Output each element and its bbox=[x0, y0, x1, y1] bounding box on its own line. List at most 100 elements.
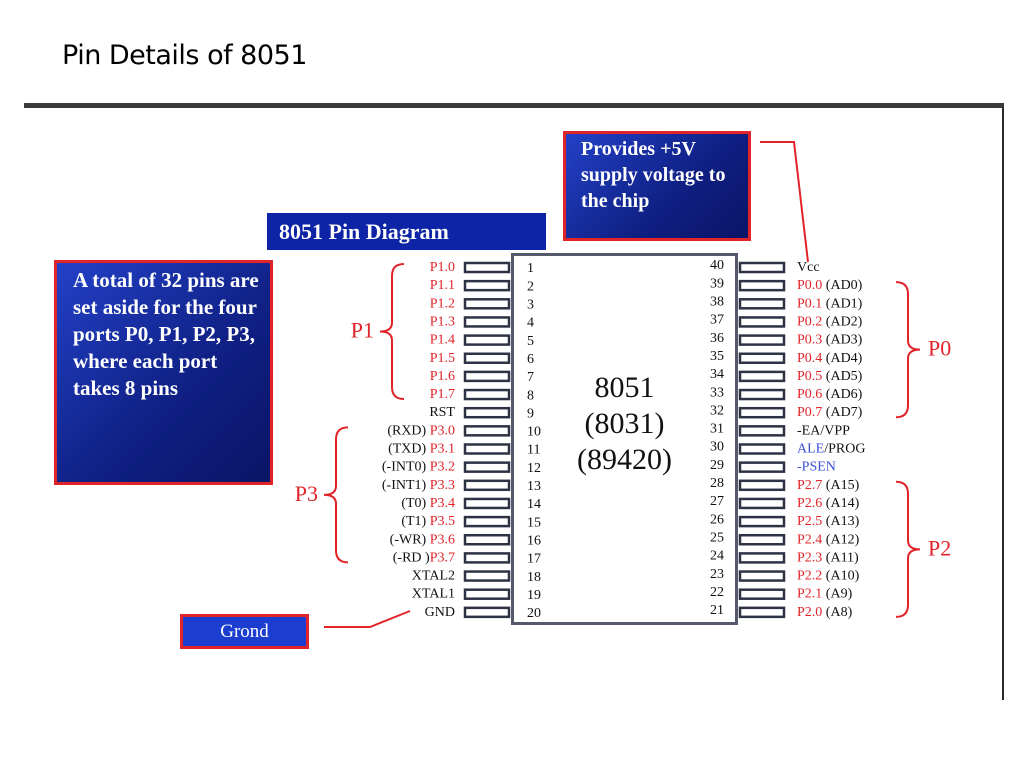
pin-lead bbox=[463, 534, 511, 546]
pin-number: 13 bbox=[527, 479, 541, 494]
pin-number: 21 bbox=[710, 603, 724, 618]
pin-label: (T0) P3.4 bbox=[401, 496, 455, 511]
pin-lead bbox=[738, 279, 786, 292]
pin-number: 15 bbox=[527, 515, 541, 530]
pin-number: 11 bbox=[527, 443, 540, 458]
pin-number: 18 bbox=[527, 570, 541, 585]
pin-label: P1.6 bbox=[430, 369, 455, 384]
pin-label: P1.3 bbox=[430, 315, 455, 330]
pin-lead bbox=[463, 425, 511, 437]
pin-label: P0.5 (AD5) bbox=[797, 369, 863, 384]
pin-lead bbox=[463, 606, 511, 619]
pin-label: RST bbox=[429, 405, 455, 420]
pin-lead bbox=[463, 515, 511, 528]
pin-number: 27 bbox=[710, 494, 724, 509]
pin-lead bbox=[463, 443, 511, 455]
pin-number: 6 bbox=[527, 352, 534, 367]
pin-label: P0.4 (AD4) bbox=[797, 351, 863, 366]
pin-number: 31 bbox=[710, 422, 724, 437]
pin-label: P2.2 (A10) bbox=[797, 569, 860, 584]
pin-lead bbox=[738, 425, 786, 437]
pin-lead bbox=[463, 570, 511, 582]
pin-label: P1.5 bbox=[430, 351, 455, 366]
pin-label: P2.7 (A15) bbox=[797, 478, 860, 493]
pin-lead bbox=[463, 370, 511, 383]
diagram-title: 8051 Pin Diagram bbox=[267, 213, 546, 250]
pin-label: P1.0 bbox=[430, 260, 455, 275]
pin-lead bbox=[738, 497, 786, 510]
chip-name-line: (89420) bbox=[577, 443, 672, 476]
pin-number: 39 bbox=[710, 276, 724, 291]
pin-lead bbox=[463, 588, 511, 600]
pin-lead bbox=[463, 552, 511, 564]
port-group-label: P3 bbox=[295, 481, 318, 506]
pin-label: (-RD )P3.7 bbox=[393, 551, 455, 566]
pin-label: -PSEN bbox=[797, 460, 836, 475]
port-bracket bbox=[895, 281, 921, 419]
pin-lead bbox=[738, 316, 786, 328]
pin-label: (-INT1) P3.3 bbox=[382, 478, 455, 493]
pin-number: 23 bbox=[710, 567, 724, 582]
pin-label: P2.6 (A14) bbox=[797, 496, 860, 511]
pin-lead bbox=[738, 298, 786, 310]
pin-lead bbox=[463, 279, 511, 292]
pin-number: 19 bbox=[527, 588, 541, 603]
pin-number: 29 bbox=[710, 458, 724, 473]
pin-number: 16 bbox=[527, 533, 541, 548]
ground-leader-line bbox=[324, 610, 411, 628]
pin-lead bbox=[463, 261, 511, 274]
port-bracket bbox=[379, 263, 405, 401]
pin-lead bbox=[738, 370, 786, 383]
pin-label: P2.5 (A13) bbox=[797, 514, 860, 529]
chip-name-line: 8051 bbox=[594, 371, 655, 404]
pin-number: 25 bbox=[710, 530, 724, 545]
pin-label: P0.1 (AD1) bbox=[797, 297, 863, 312]
port-bracket bbox=[895, 480, 921, 618]
pin-label: P0.7 (AD7) bbox=[797, 405, 863, 420]
pin-label: (T1) P3.5 bbox=[401, 514, 455, 529]
pin-number: 8 bbox=[527, 388, 534, 403]
pin-number: 24 bbox=[710, 549, 724, 564]
vcc-note: Provides +5V supply voltage to the chip bbox=[563, 131, 751, 241]
pin-lead bbox=[463, 352, 511, 364]
vcc-leader-line bbox=[760, 141, 809, 263]
pin-label: (RXD) P3.0 bbox=[387, 424, 455, 439]
pin-label: P0.2 (AD2) bbox=[797, 315, 863, 330]
pin-lead bbox=[738, 461, 786, 473]
pin-lead bbox=[738, 388, 786, 401]
ports-note: A total of 32 pins are set aside for the… bbox=[54, 260, 273, 485]
pin-lead bbox=[463, 479, 511, 492]
pin-number: 38 bbox=[710, 295, 724, 310]
pin-number: 37 bbox=[710, 313, 724, 328]
pin-number: 7 bbox=[527, 370, 534, 385]
pin-number: 9 bbox=[527, 406, 534, 421]
pin-label: P2.1 (A9) bbox=[797, 587, 853, 602]
pin-lead bbox=[463, 388, 511, 401]
pin-number: 14 bbox=[527, 497, 541, 512]
pin-number: 30 bbox=[710, 440, 724, 455]
pin-label: P0.3 (AD3) bbox=[797, 333, 863, 348]
pin-lead bbox=[738, 570, 786, 582]
pin-label: P1.1 bbox=[430, 278, 455, 293]
pin-number: 28 bbox=[710, 476, 724, 491]
slide-title: Pin Details of 8051 bbox=[62, 40, 307, 71]
pin-lead bbox=[738, 334, 786, 346]
pin-lead bbox=[738, 352, 786, 364]
pin-number: 1 bbox=[527, 261, 534, 276]
chip-name: 8051 (8031) (89420) bbox=[511, 370, 738, 478]
pin-lead bbox=[463, 497, 511, 510]
pin-label: (-INT0) P3.2 bbox=[382, 460, 455, 475]
pin-number: 33 bbox=[710, 385, 724, 400]
pin-lead bbox=[738, 406, 786, 419]
chip-body bbox=[511, 253, 738, 625]
pin-lead bbox=[738, 515, 786, 528]
pin-label: (TXD) P3.1 bbox=[388, 442, 455, 457]
pin-lead bbox=[738, 588, 786, 600]
chip-name-line: (8031) bbox=[584, 407, 665, 440]
slide-right-border bbox=[1002, 108, 1004, 700]
ground-note: Grond bbox=[180, 614, 309, 649]
pin-number: 20 bbox=[527, 606, 541, 621]
pin-number: 12 bbox=[527, 461, 541, 476]
pin-label: (-WR) P3.6 bbox=[390, 532, 455, 547]
